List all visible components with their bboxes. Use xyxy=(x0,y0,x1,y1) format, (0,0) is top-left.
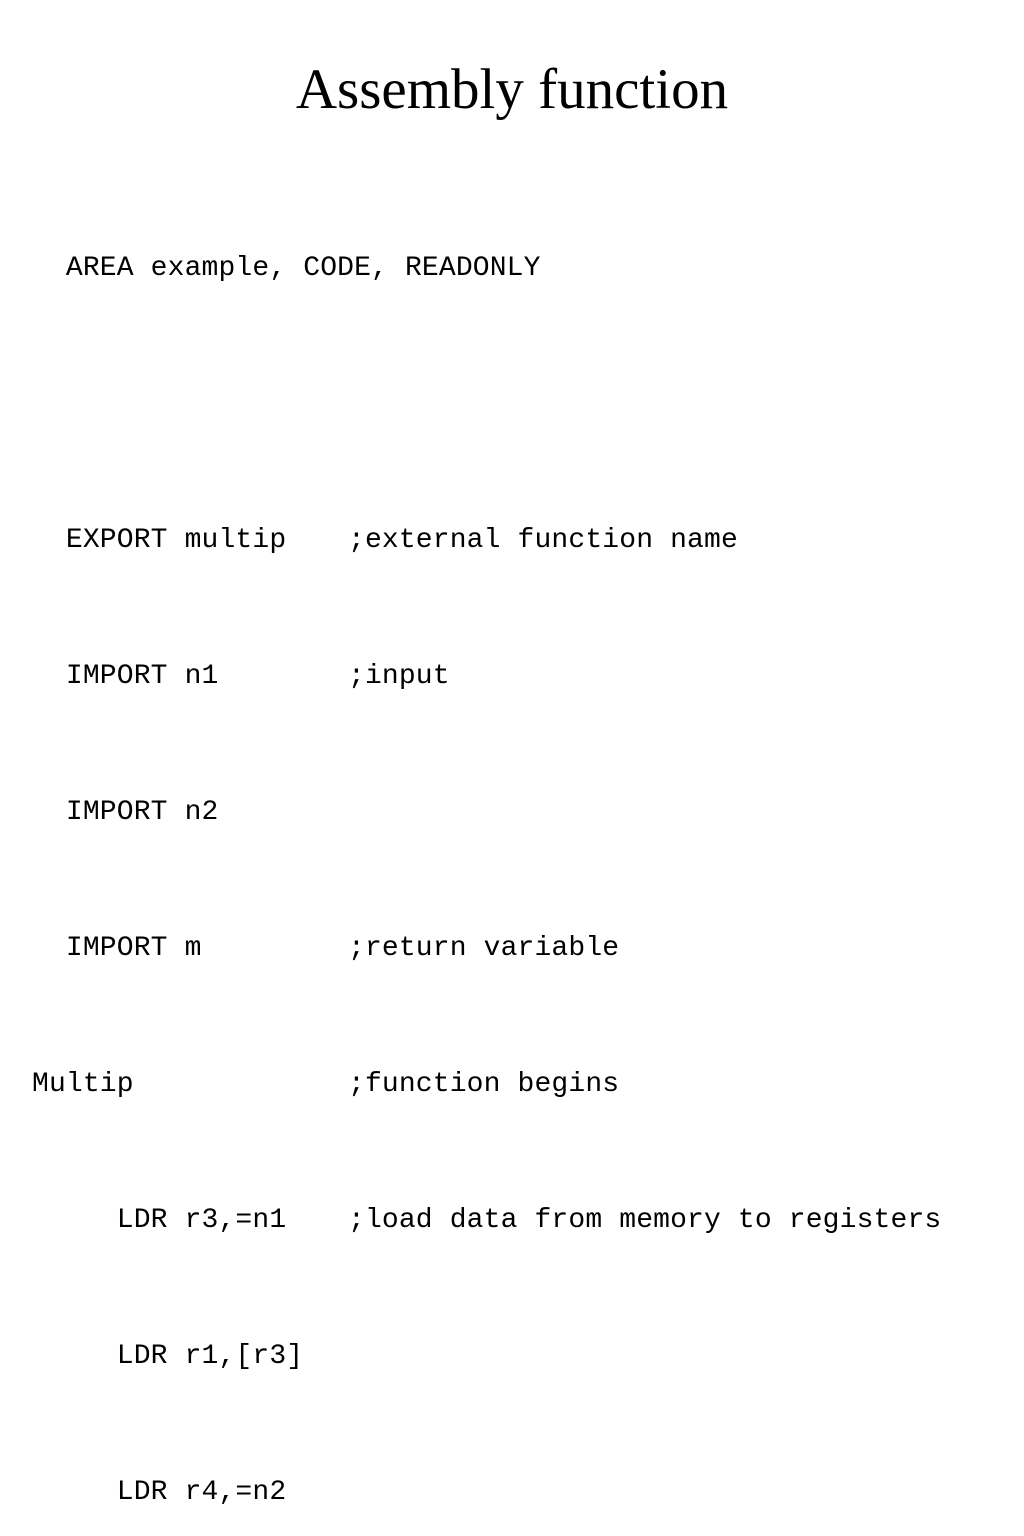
code-line: LDR r1,[r3] xyxy=(32,1340,1012,1374)
page-title: Assembly function xyxy=(295,58,729,121)
code-line-text: AREA example, CODE, READONLY xyxy=(32,253,541,284)
slide-canvas: Assembly function AREA example, CODE, RE… xyxy=(32,58,942,1508)
code-line-text: IMPORT m xyxy=(32,933,202,964)
code-line: EXPORT multip ;external function name xyxy=(32,524,1012,558)
code-line-text: LDR r4,=n2 xyxy=(32,1477,287,1508)
code-line-comment: ;load data from memory to registers xyxy=(348,1205,942,1236)
code-line: IMPORT n1 ;input xyxy=(32,660,1012,694)
assembly-code-block: AREA example, CODE, READONLY EXPORT mult… xyxy=(32,150,1012,1536)
code-line-text: IMPORT n1 xyxy=(32,661,219,692)
code-line-text: EXPORT multip xyxy=(32,525,287,556)
code-line-text: LDR r3,=n1 xyxy=(32,1205,287,1236)
code-line: AREA example, CODE, READONLY xyxy=(32,252,1012,286)
code-line-text: IMPORT n2 xyxy=(32,797,219,828)
code-line: IMPORT n2 xyxy=(32,796,1012,830)
code-line: LDR r4,=n2 xyxy=(32,1476,1012,1510)
code-line: LDR r3,=n1 ;load data from memory to regi… xyxy=(32,1204,1012,1238)
code-line-text: Multip xyxy=(32,1069,134,1100)
code-line: IMPORT m ;return variable xyxy=(32,932,1012,966)
code-line xyxy=(32,388,1012,422)
code-line: Multip ;function begins xyxy=(32,1068,1012,1102)
code-line-text: LDR r1,[r3] xyxy=(32,1341,304,1372)
code-line-comment: ;function begins xyxy=(348,1069,620,1100)
code-line-comment: ;return variable xyxy=(348,933,620,964)
code-line-comment: ;external function name xyxy=(348,525,738,556)
code-line-comment: ;input xyxy=(348,661,450,692)
